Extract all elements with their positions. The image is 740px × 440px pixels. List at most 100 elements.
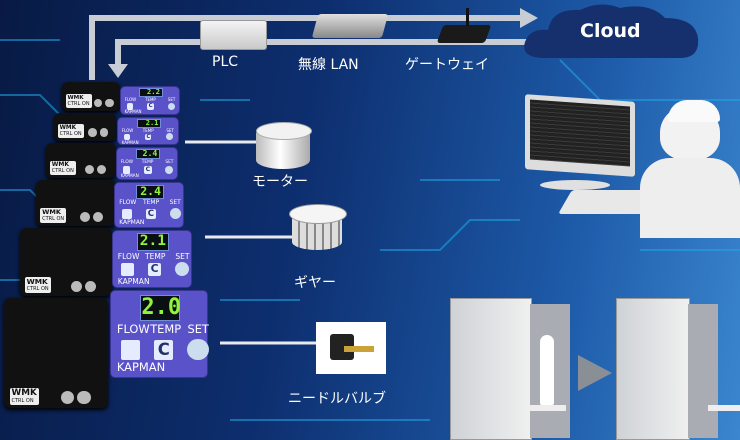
- set-label: SET: [167, 97, 176, 103]
- temp-key[interactable]: C: [154, 340, 174, 360]
- flow-controller: 2.0 FLOW TEMP SET C KAPMAN: [110, 290, 209, 378]
- flow-display: 2.4: [136, 184, 164, 199]
- flow-key[interactable]: [123, 166, 131, 174]
- maker-label: KAPMAN: [119, 219, 145, 227]
- operator-cap: [668, 100, 720, 122]
- set-label: SET: [166, 127, 174, 133]
- gateway-label: ゲートウェイ: [405, 57, 489, 73]
- flow-label: FLOW: [121, 127, 134, 133]
- flow-display: 2.1: [136, 119, 162, 128]
- needle-valve-label: ニードルバルブ: [288, 391, 386, 407]
- set-knob[interactable]: [175, 262, 190, 277]
- flow-key[interactable]: [120, 340, 141, 360]
- cabinet-after-side: [688, 304, 718, 438]
- flow-label: FLOW: [120, 159, 134, 165]
- flow-key[interactable]: [127, 103, 134, 110]
- flow-label: FLOW: [124, 97, 137, 103]
- temp-label: TEMP: [143, 199, 160, 207]
- gateway-device: [436, 25, 492, 43]
- temp-key[interactable]: C: [147, 103, 154, 110]
- wireless-lan-label: 無線 LAN: [298, 57, 359, 73]
- cabinet-after: [616, 298, 690, 440]
- temp-label: TEMP: [150, 322, 182, 337]
- flow-controller: 2.4 FLOW TEMP SET C KAPMAN: [114, 182, 184, 228]
- flow-label: FLOW: [119, 199, 137, 207]
- housing-button: [92, 212, 103, 222]
- set-knob[interactable]: [166, 133, 174, 140]
- set-label: SET: [175, 252, 190, 262]
- temp-key[interactable]: C: [145, 208, 156, 219]
- needle-valve-image: [316, 322, 386, 374]
- gear-top: [289, 204, 347, 224]
- cloud-label: Cloud: [580, 20, 641, 42]
- operator-body: [640, 158, 740, 238]
- housing-button: [99, 128, 109, 137]
- maker-label: KAPMAN: [124, 109, 142, 115]
- monitor-screen: [530, 99, 630, 167]
- set-knob[interactable]: [165, 165, 174, 174]
- housing-button: [84, 165, 94, 174]
- antenna-icon: [466, 8, 469, 26]
- flow-key[interactable]: [124, 133, 131, 140]
- temp-key[interactable]: C: [144, 166, 152, 174]
- set-label: SET: [187, 322, 209, 337]
- flow-controller: 2.4 FLOW TEMP SET C KAPMAN: [116, 147, 178, 180]
- flow-display: 2.0: [140, 294, 182, 321]
- monitor-stand: [540, 180, 610, 190]
- flow-controller: 2.2 FLOW TEMP SET C KAPMAN: [120, 86, 180, 115]
- wireless-lan-device: [311, 14, 389, 38]
- flow-label: FLOW: [116, 322, 150, 337]
- housing-button: [96, 165, 106, 174]
- flow-label: FLOW: [117, 252, 140, 262]
- motor-top: [256, 122, 312, 140]
- flow-key[interactable]: [121, 263, 134, 277]
- motor-label: モーター: [252, 174, 308, 190]
- flow-controller: 2.1 FLOW TEMP SET C KAPMAN: [117, 117, 179, 145]
- gear-label: ギヤー: [294, 275, 336, 291]
- worker-figure: [540, 335, 554, 405]
- set-knob[interactable]: [187, 338, 209, 360]
- set-label: SET: [165, 159, 174, 165]
- maker-label: KAPMAN: [121, 139, 139, 145]
- housing-button: [80, 212, 90, 222]
- flow-display: 2.4: [135, 149, 161, 160]
- flow-key[interactable]: [122, 208, 133, 219]
- arrow-icon: [578, 355, 612, 391]
- cabinet-before: [450, 298, 532, 440]
- maker-label: KAPMAN: [116, 360, 166, 375]
- step-stool-empty: [708, 405, 740, 411]
- temp-label: TEMP: [145, 252, 166, 262]
- plc-label: PLC: [212, 54, 239, 70]
- flow-display: 2.1: [137, 233, 169, 251]
- housing-button: [88, 128, 97, 137]
- maker-label: KAPMAN: [117, 276, 150, 286]
- step-stool: [528, 405, 566, 411]
- flow-display: 2.2: [139, 88, 163, 97]
- housing-button: [77, 390, 91, 404]
- set-knob[interactable]: [167, 102, 175, 110]
- flow-controller: 2.1 FLOW TEMP SET C KAPMAN: [112, 230, 192, 288]
- temp-label: TEMP: [141, 159, 154, 165]
- temp-key[interactable]: C: [145, 133, 152, 140]
- monitor: [525, 94, 635, 177]
- set-knob[interactable]: [169, 207, 181, 219]
- housing-button: [61, 390, 75, 404]
- temp-key[interactable]: C: [148, 263, 161, 277]
- maker-label: KAPMAN: [120, 173, 139, 179]
- set-label: SET: [169, 199, 181, 207]
- housing-button: [105, 98, 114, 107]
- housing-button: [70, 280, 82, 292]
- plc-device: [200, 20, 267, 50]
- temp-label: TEMP: [142, 127, 154, 133]
